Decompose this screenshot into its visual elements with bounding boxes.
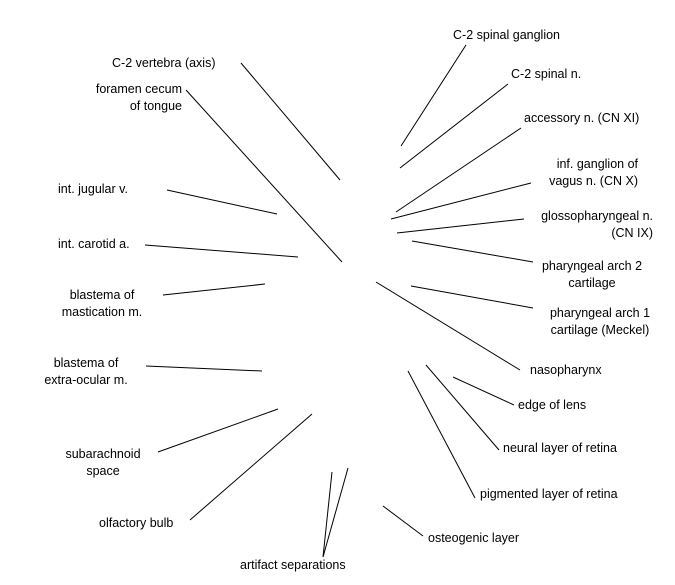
label-subarachnoid: subarachnoid space [65,447,141,478]
label-edge-of-lens: edge of lens [518,398,587,412]
leader-line-foramen-cecum [185,89,343,263]
label-inf-ganglion-vagus: inf. ganglion of vagus n. (CN X) [549,157,638,188]
label-nasopharynx: nasopharynx [530,363,602,377]
leader-line-int-jugular [166,189,278,215]
leader-line-c2-spinal-n [399,83,509,169]
label-blastema-extraocular: blastema of extra-ocular m. [44,356,128,387]
leader-line-artifact-separations-a [322,471,333,558]
leader-line-blastema-mastication [162,283,266,296]
label-int-carotid: int. carotid a. [58,237,130,251]
leader-line-inf-ganglion-vagus [390,182,532,220]
label-osteogenic-layer: osteogenic layer [428,531,520,545]
leader-line-pigmented-layer-retina [407,370,476,499]
leader-line-olfactory-bulb [189,413,313,521]
leader-line-osteogenic-layer [382,505,424,537]
leader-line-c2-vertebra [240,62,341,181]
label-neural-layer-retina: neural layer of retina [503,441,617,455]
leader-line-nasopharynx [375,281,521,371]
label-pharyngeal-arch-1: pharyngeal arch 1 cartilage (Meckel) [549,306,651,337]
label-olfactory-bulb: olfactory bulb [99,516,174,530]
leader-line-neural-layer-retina [425,364,500,451]
leader-line-pharyngeal-arch-1 [410,285,534,309]
label-glossopharyngeal: glossopharyngeal n. (CN IX) [541,209,653,240]
label-c2-spinal-n: C-2 spinal n. [511,67,582,81]
leader-line-subarachnoid [157,408,279,453]
label-foramen-cecum: foramen cecum of tongue [95,82,182,113]
leader-line-glossopharyngeal [396,218,525,234]
leader-line-int-carotid [144,244,299,258]
label-blastema-mastication: blastema of mastication m. [61,288,143,319]
label-c2-vertebra: C-2 vertebra (axis) [112,56,216,70]
leader-line-edge-of-lens [452,376,515,406]
leader-line-artifact-separations-b [322,467,349,558]
label-c2-spinal-ganglion: C-2 spinal ganglion [453,28,561,42]
label-pharyngeal-arch-2: pharyngeal arch 2 cartilage [541,259,643,290]
leader-line-pharyngeal-arch-2 [411,240,534,263]
label-pigmented-layer-retina: pigmented layer of retina [480,487,618,501]
label-artifact-separations: artifact separations [240,558,346,572]
label-accessory-n: accessory n. (CN XI) [524,111,640,125]
leader-line-c2-spinal-ganglion [400,44,467,147]
label-int-jugular: int. jugular v. [58,182,128,196]
leader-line-accessory-n [395,127,522,213]
leader-line-blastema-extraocular [145,365,263,372]
